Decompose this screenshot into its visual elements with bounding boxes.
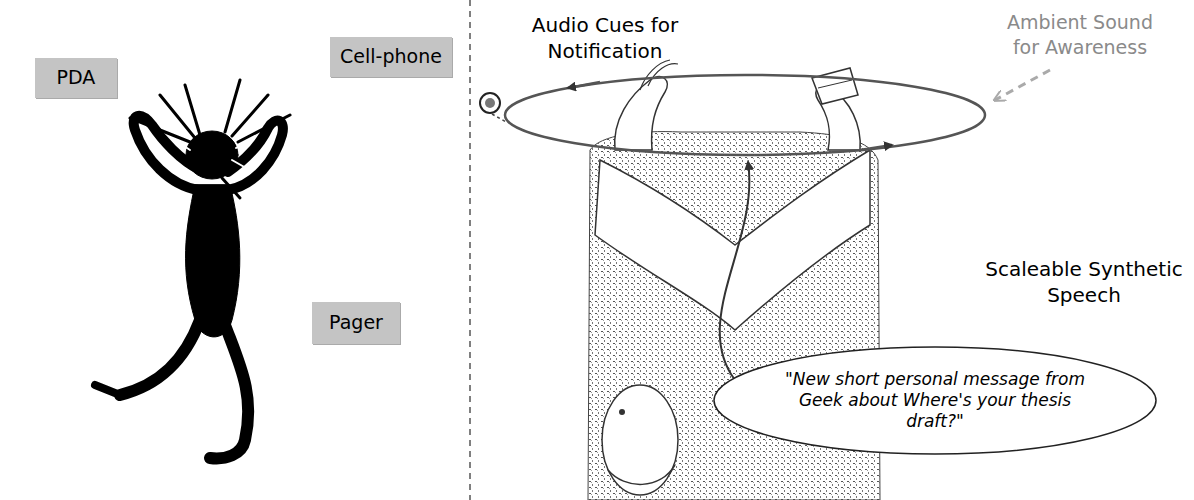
speech-bubble: "New short personal message from Geek ab…: [712, 345, 1158, 456]
divider: [469, 0, 471, 500]
device-box: PDA: [35, 58, 117, 98]
device-box: Pager: [312, 302, 400, 344]
device-box: Cell-phone: [330, 37, 452, 77]
feature-label: Scaleable Synthetic Speech: [982, 256, 1186, 308]
stick-figure: [95, 80, 290, 458]
audio-cue-icon: [485, 98, 495, 108]
message-text: "New short personal message from Geek ab…: [785, 369, 1085, 433]
device-label: Cell-phone: [340, 45, 442, 69]
bubble-ellipse: [714, 347, 1156, 454]
feature-label: Ambient Sound for Awareness: [995, 10, 1165, 59]
feature-label: Audio Cues for Notification: [515, 12, 695, 64]
ring-arrow: [568, 82, 600, 88]
sound-ring: [505, 75, 985, 155]
device-label: PDA: [57, 66, 96, 90]
speech-arrow: [720, 162, 750, 380]
audio-cue-icon: [480, 93, 500, 113]
ring-arrow: [860, 145, 892, 150]
leader-line: [492, 114, 506, 122]
device-label: Pager: [329, 311, 383, 335]
ambient-arrow: [995, 70, 1050, 100]
